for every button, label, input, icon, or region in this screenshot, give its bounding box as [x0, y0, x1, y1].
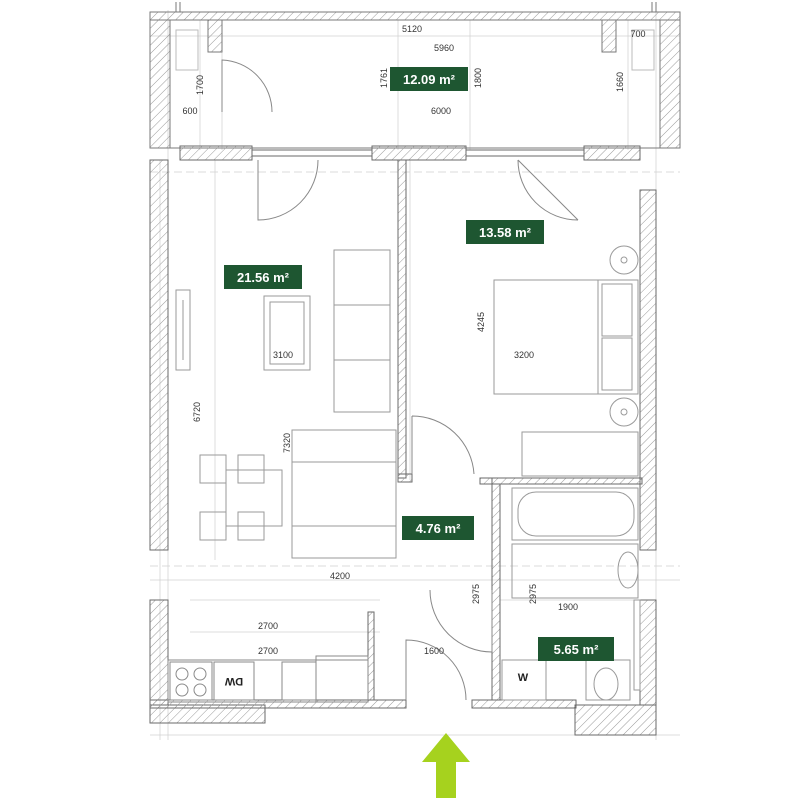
dim-balc-1660: 1660 [615, 72, 625, 92]
dim-balc-1761: 1761 [379, 68, 389, 88]
area-label-living: 21.56 m² [237, 270, 290, 285]
dishwasher-label: DW [224, 675, 243, 687]
dim-door-1600: 1600 [424, 646, 444, 656]
area-badge-living: 21.56 m² [224, 265, 302, 289]
living-furniture [175, 249, 397, 559]
washer-label: W [518, 672, 529, 684]
dim-liv-3100: 3100 [273, 350, 293, 360]
kitchen [167, 655, 369, 703]
dim-balc-1800: 1800 [473, 68, 483, 88]
area-badge-bathroom: 5.65 m² [538, 637, 614, 661]
dim-hall-2975: 2975 [471, 584, 481, 604]
dim-mid-4200: 4200 [330, 571, 350, 581]
dim-bed-3200: 3200 [514, 350, 534, 360]
entrance-arrow-icon [422, 733, 470, 798]
bathroom-fixtures [501, 487, 641, 701]
dim-bath-1900: 1900 [558, 602, 578, 612]
dim-top-5960: 5960 [434, 43, 454, 53]
dim-bath-2975: 2975 [528, 584, 538, 604]
area-label-bathroom: 5.65 m² [554, 642, 599, 657]
dim-liv-7320: 7320 [282, 433, 292, 453]
walls [149, 145, 657, 736]
area-label-bedroom: 13.58 m² [479, 225, 532, 240]
guide-lines [150, 10, 680, 740]
area-badge-bedroom: 13.58 m² [466, 220, 544, 244]
dim-balc-6000: 6000 [431, 106, 451, 116]
dim-balc-700: 700 [630, 29, 645, 39]
dimension-labels: 5120 5960 700 1700 1761 1800 1660 600 60… [182, 24, 645, 656]
dim-kit-2700b: 2700 [258, 646, 278, 656]
dim-bed-4245: 4245 [476, 312, 486, 332]
area-label-hall: 4.76 m² [416, 521, 461, 536]
bedroom-furniture [493, 245, 639, 477]
area-badge-hall: 4.76 m² [402, 516, 474, 540]
balcony [149, 2, 681, 149]
dim-balc-1700: 1700 [195, 75, 205, 95]
dim-kit-2700a: 2700 [258, 621, 278, 631]
area-badge-balcony: 12.09 m² [390, 67, 468, 91]
dim-top-5120: 5120 [402, 24, 422, 34]
door-swings [257, 159, 579, 701]
dim-liv-6720: 6720 [192, 402, 202, 422]
dim-balc-600: 600 [182, 106, 197, 116]
area-label-balcony: 12.09 m² [403, 72, 456, 87]
